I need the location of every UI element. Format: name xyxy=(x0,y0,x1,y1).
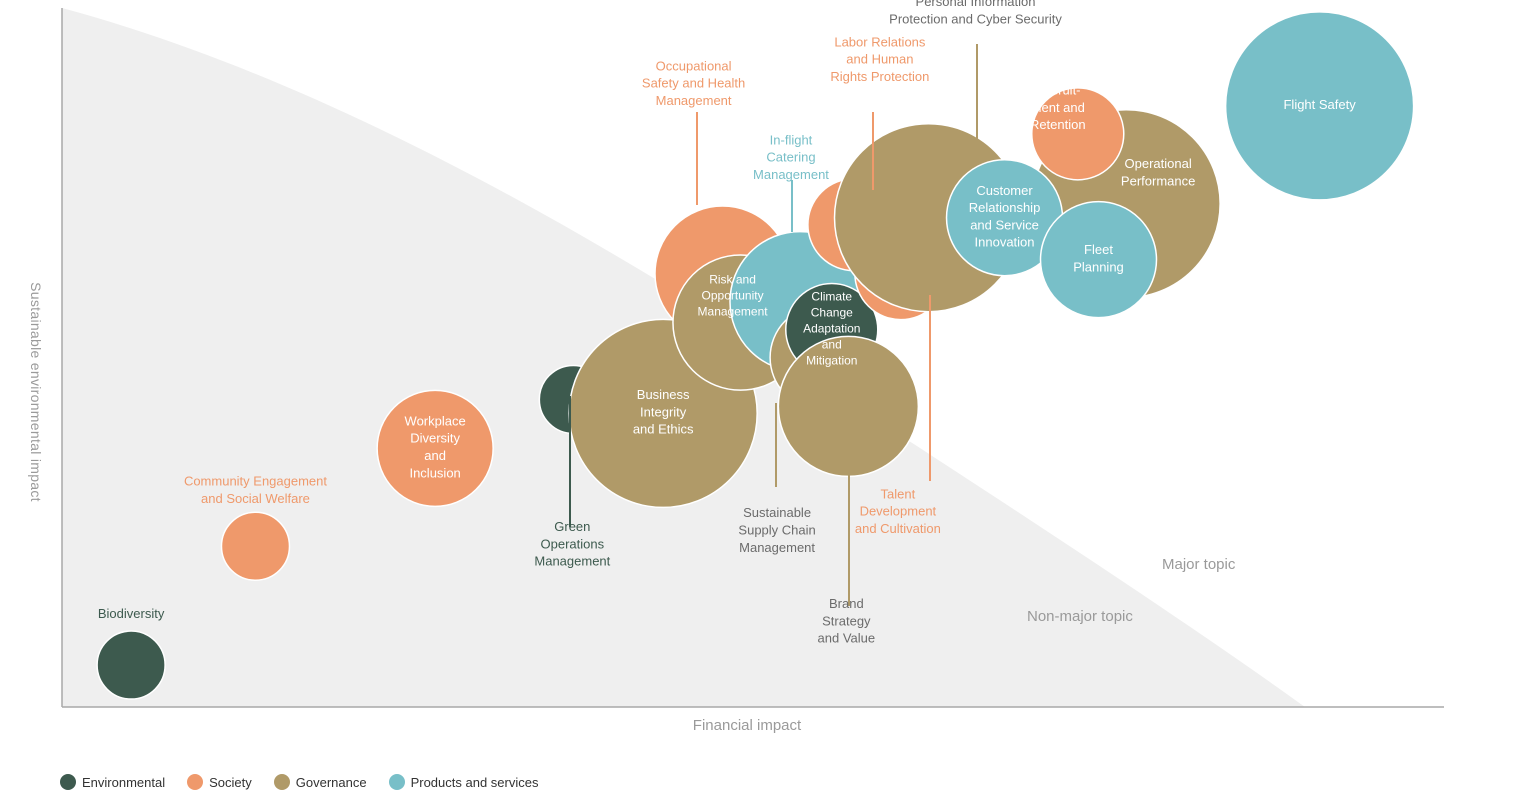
legend-item-products: Products and services xyxy=(388,774,539,790)
legend-label-environmental: Environmental xyxy=(82,774,166,790)
legend-dot-environmental xyxy=(60,774,76,790)
bubble-recruitment-retention xyxy=(1031,87,1125,181)
bubbles xyxy=(96,11,1415,700)
legend-item-environmental: Environmental xyxy=(60,774,165,790)
bubble-fleet-planning xyxy=(1039,200,1158,319)
legend-dot-governance xyxy=(273,774,290,790)
legend: Environmental Society Governance Product… xyxy=(60,774,538,790)
legend-dot-products xyxy=(388,774,405,790)
label-biodiversity: Biodiversity xyxy=(98,606,165,621)
legend-label-products: Products and services xyxy=(410,774,539,790)
bubble-workplace-diversity xyxy=(376,389,494,508)
non-major-topic-label: Non-major topic xyxy=(1027,608,1133,625)
major-topic-label: Major topic xyxy=(1162,556,1236,573)
x-axis-label: Financial impact xyxy=(692,717,802,734)
legend-label-governance: Governance xyxy=(295,774,367,790)
legend-dot-society xyxy=(187,774,204,790)
label-flight-safety: Flight Safety xyxy=(1283,97,1356,112)
y-axis-label: Sustainable environmental impact xyxy=(28,282,44,502)
bubble-biodiversity xyxy=(96,630,166,700)
legend-label-society: Society xyxy=(209,774,252,790)
bubble-flight-safety xyxy=(1224,11,1415,201)
legend-item-governance: Governance xyxy=(273,774,367,790)
bubble-community-engagement xyxy=(220,511,291,581)
legend-item-society: Society xyxy=(187,774,252,790)
